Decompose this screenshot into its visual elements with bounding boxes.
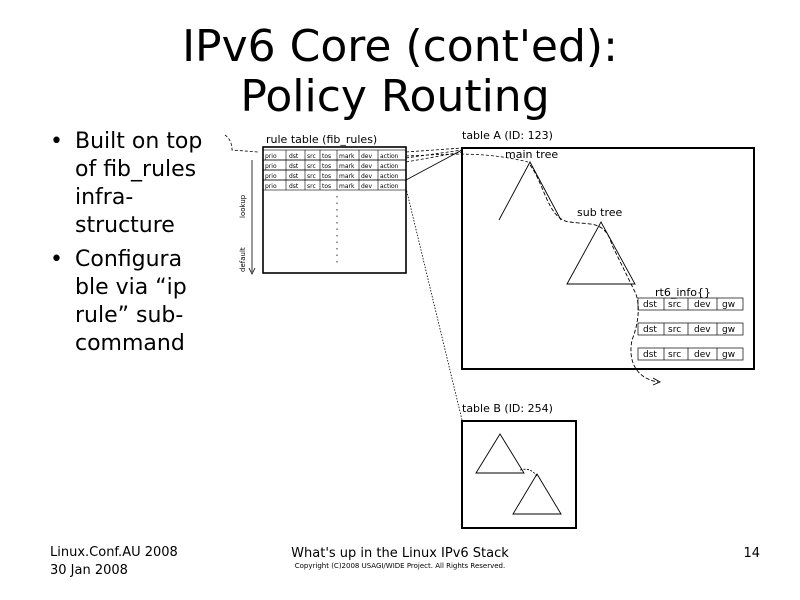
- rt6-cell: dev: [694, 325, 711, 335]
- main-tree-label: main tree: [505, 148, 558, 161]
- rule-cell: mark: [339, 153, 355, 160]
- rule-cell: dev: [361, 153, 373, 160]
- footer-talk: What's up in the Linux IPv6 Stack Copyri…: [240, 546, 560, 570]
- rt6-row: [637, 322, 744, 336]
- rt6-cell: dst: [643, 325, 657, 335]
- rule-cell: src: [307, 183, 316, 190]
- table-b-lookup-path: [519, 468, 538, 477]
- rule-cell: mark: [339, 183, 355, 190]
- rule-cell: dev: [361, 163, 373, 170]
- rt6-info-cells: dst src dev gw dst src dev gw dst src de…: [643, 300, 735, 360]
- bullet-item: • Built on top of fib_rules infra-struct…: [48, 128, 218, 240]
- footer-event: Linux.Conf.AU 2008 30 Jan 2008: [50, 544, 178, 580]
- rt6-cell: gw: [722, 300, 735, 310]
- bullet-list: • Built on top of fib_rules infra-struct…: [48, 128, 218, 364]
- bullet-item: • Configura ble via “ip rule” sub-comman…: [48, 246, 218, 358]
- rule-cell: dev: [361, 173, 373, 180]
- rule-cell: mark: [339, 163, 355, 170]
- table-b-box: [461, 420, 577, 529]
- rule-cell: dst: [289, 183, 299, 190]
- rule-cell: dev: [361, 183, 373, 190]
- rule-cell: prio: [265, 163, 277, 170]
- rt6-cell: src: [668, 350, 681, 360]
- rule-cell: tos: [322, 183, 331, 190]
- rt6-cell: gw: [722, 350, 735, 360]
- footer-date: 30 Jan 2008: [50, 563, 128, 578]
- rule-cell: src: [307, 163, 316, 170]
- rule-to-table-a-solid: [405, 149, 463, 181]
- arrow-head-icon: [248, 267, 256, 275]
- footer-conference: Linux.Conf.AU 2008: [50, 545, 178, 560]
- rt6-cell: src: [668, 300, 681, 310]
- rule-table-rows: [262, 149, 407, 191]
- rt6-cell: dev: [694, 300, 711, 310]
- bullet-dot-icon: •: [50, 247, 63, 272]
- slide-title-line1: IPv6 Core (cont'ed):: [182, 21, 618, 72]
- page-number: 14: [743, 546, 760, 561]
- table-a-label: table A (ID: 123): [462, 129, 553, 142]
- slide-title-line2: Policy Routing: [240, 71, 550, 122]
- slide-title: IPv6 Core (cont'ed): Policy Routing: [0, 22, 800, 122]
- rt6-info-label: rt6_info{}: [655, 286, 711, 299]
- rule-cell: dst: [289, 153, 299, 160]
- rule-table-cells: prio dst src tos mark dev action prio ds…: [265, 153, 399, 190]
- rule-to-main-tree-connector: [405, 153, 529, 163]
- table-b-tree-top: [475, 433, 525, 474]
- rule-cell: prio: [265, 153, 277, 160]
- default-side-label: default: [239, 247, 247, 272]
- rule-table-label: rule table (fib_rules): [266, 133, 377, 146]
- rt6-cell: src: [668, 325, 681, 335]
- rule-table-box: [262, 146, 407, 274]
- rule-cell: tos: [322, 163, 331, 170]
- bullet-text: Built on top of fib_rules infra-structur…: [75, 129, 203, 238]
- rt6-cell: gw: [722, 325, 735, 335]
- rt6-cell: dst: [643, 350, 657, 360]
- rule-to-table-b-connector: [405, 187, 463, 421]
- rule-cell: mark: [339, 173, 355, 180]
- arrow-head-icon: [652, 377, 662, 386]
- rule-cell: src: [307, 173, 316, 180]
- rule-to-table-a-connector: [405, 147, 463, 163]
- rule-cell: dst: [289, 173, 299, 180]
- rule-cell: tos: [322, 153, 331, 160]
- rule-cell: action: [380, 153, 399, 160]
- rule-row: [262, 179, 407, 191]
- rule-cell: prio: [265, 183, 277, 190]
- rule-cell: prio: [265, 173, 277, 180]
- entry-arrow: [224, 134, 259, 153]
- footer-copyright: Copyright (C)2008 USAGI/WIDE Project. Al…: [294, 562, 506, 570]
- sub-tree-label: sub tree: [577, 206, 623, 219]
- rule-cell: tos: [322, 173, 331, 180]
- table-a-box: [461, 147, 755, 370]
- footer-talk-title: What's up in the Linux IPv6 Stack: [291, 546, 509, 561]
- main-tree-triangle: [498, 161, 562, 221]
- rt6-row: [637, 347, 744, 361]
- rt6-cell: dev: [694, 350, 711, 360]
- table-b-tree-bottom: [512, 473, 562, 515]
- rule-cell: action: [380, 163, 399, 170]
- sub-tree-triangle: [566, 221, 636, 285]
- bullet-text: Configura ble via “ip rule” sub-command: [75, 247, 187, 356]
- rt6-row: [637, 297, 744, 311]
- table-b-label: table B (ID: 254): [462, 402, 553, 415]
- rule-cell: dst: [289, 163, 299, 170]
- rt6-info-rows: [637, 297, 744, 361]
- lookup-side-label: lookup: [239, 194, 247, 218]
- bullet-dot-icon: •: [50, 129, 63, 154]
- rule-cell: src: [307, 153, 316, 160]
- rt6-cell: dst: [643, 300, 657, 310]
- rule-cell: action: [380, 183, 399, 190]
- rule-cell: action: [380, 173, 399, 180]
